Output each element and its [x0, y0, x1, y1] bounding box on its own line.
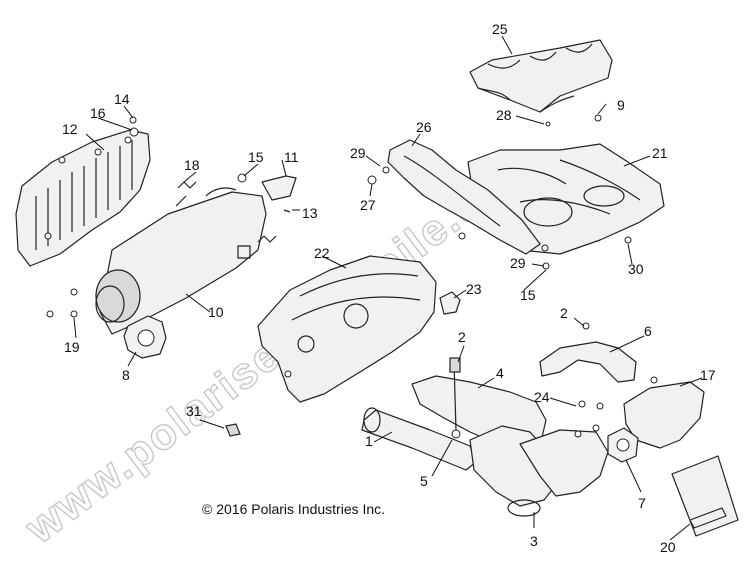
callout-1: 1	[365, 433, 373, 449]
part-8-gasket	[123, 315, 167, 359]
part-3-y-pipe	[469, 425, 609, 517]
copyright-notice: © 2016 Polaris Industries Inc.	[202, 501, 385, 517]
callout-5: 5	[420, 473, 428, 489]
callout-20: 20	[660, 539, 676, 555]
callout-18: 18	[184, 157, 200, 173]
callout-14: 14	[114, 91, 130, 107]
callout-27: 27	[360, 197, 376, 213]
part-5-sensor	[449, 357, 461, 439]
callout-2: 2	[458, 329, 466, 345]
part-12-heat-shield	[15, 129, 151, 267]
part-25-heat-shield	[469, 39, 613, 113]
leader-lines	[73, 35, 703, 541]
callout-8: 8	[122, 367, 130, 383]
callout-7: 7	[638, 495, 646, 511]
callout-6: 6	[644, 323, 652, 339]
part-17-heat-shield	[623, 381, 705, 449]
part-11-bracket	[261, 175, 297, 201]
part-31-clip	[225, 423, 241, 437]
callout-22: 22	[314, 245, 330, 261]
callout-10: 10	[208, 304, 224, 320]
callout-25: 25	[492, 21, 508, 37]
callout-11: 11	[284, 149, 299, 165]
callout-30: 30	[628, 261, 644, 277]
callout-24: 24	[534, 389, 550, 405]
callout-16: 16	[90, 105, 106, 121]
callout-4: 4	[496, 365, 504, 381]
part-23-clip	[439, 291, 461, 315]
callout-9: 9	[617, 97, 625, 113]
callout-15: 15	[520, 287, 536, 303]
part-22-heat-shield	[257, 255, 437, 403]
callout-13: 13	[302, 205, 318, 221]
callout-28: 28	[496, 107, 512, 123]
part-20-plate	[671, 455, 739, 537]
callout-labels: 1 2 2 3 4 5 6 7 8 9 10 11 12 13 14 15 15…	[62, 21, 716, 555]
callout-31: 31	[186, 403, 202, 419]
part-7-gasket	[607, 427, 639, 463]
callout-21: 21	[652, 145, 668, 161]
callout-29: 29	[350, 145, 366, 161]
callout-2: 2	[560, 305, 568, 321]
part-10-muffler	[95, 187, 267, 335]
callout-29: 29	[510, 255, 526, 271]
part-26-heat-shield	[387, 139, 541, 255]
callout-3: 3	[530, 533, 538, 549]
callout-17: 17	[700, 367, 716, 383]
part-6-heat-shield	[539, 341, 637, 383]
callout-23: 23	[466, 281, 482, 297]
callout-12: 12	[62, 121, 78, 137]
callout-26: 26	[416, 119, 432, 135]
callout-19: 19	[64, 339, 80, 355]
callout-15: 15	[248, 149, 264, 165]
